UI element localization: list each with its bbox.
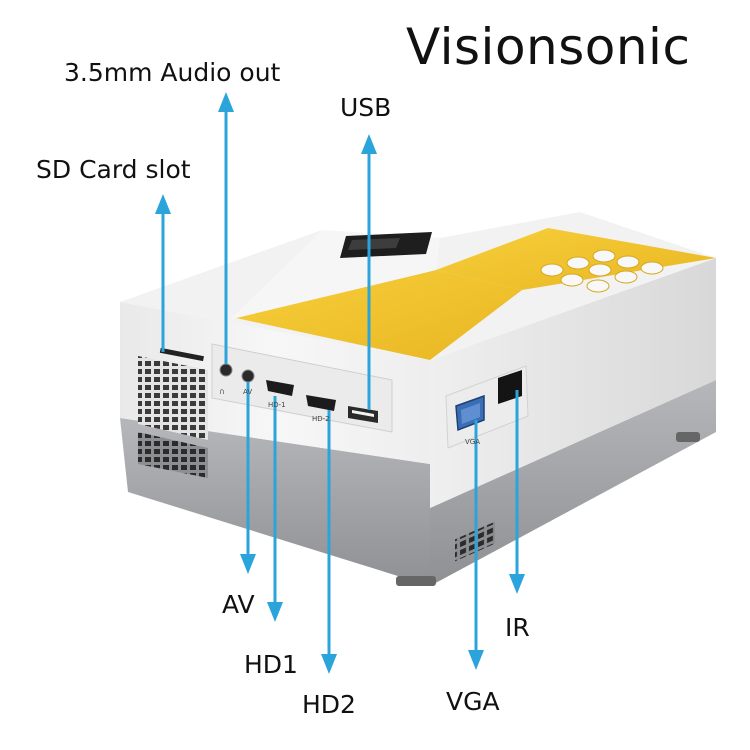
key-button <box>588 263 612 277</box>
arrow-down-icon <box>267 602 283 622</box>
headphone-icon: ∩ <box>219 387 225 396</box>
ir-label: IR <box>505 613 530 642</box>
hdmi-1-port <box>266 380 294 396</box>
av-port-marking: AV <box>243 388 253 396</box>
vga-port-inner <box>461 403 480 424</box>
usb-label: USB <box>340 93 392 122</box>
sd-card-label: SD Card slot <box>36 155 191 184</box>
key-button <box>592 249 616 263</box>
vga-port-marking: VGA <box>465 438 481 446</box>
key-button <box>566 256 590 270</box>
arrow-down-icon <box>321 654 337 674</box>
hdmi-2-port <box>306 395 336 411</box>
arrow-up-icon <box>361 134 377 154</box>
vent-grille-gray <box>138 432 208 478</box>
audio-jack <box>219 363 233 377</box>
brand-logo: Visionsonic <box>406 18 691 76</box>
foot-right <box>676 432 700 442</box>
usb-port-tongue <box>352 410 374 417</box>
av-jack <box>241 369 255 383</box>
port-panel <box>159 343 393 433</box>
callout-arrows <box>155 92 525 674</box>
lid-yellow-front <box>236 270 522 360</box>
lens-window-shine <box>348 238 400 250</box>
foot-front <box>396 576 436 586</box>
vent-grille-white <box>138 356 208 440</box>
body-right-side-gray <box>430 380 716 586</box>
arrow-up-icon <box>155 194 171 214</box>
arrow-down-icon <box>240 554 256 574</box>
vga-label: VGA <box>446 687 500 716</box>
arrow-down-icon <box>468 650 484 670</box>
hd1-port-marking: HD-1 <box>268 401 286 409</box>
key-button <box>640 261 664 275</box>
key-button <box>560 273 584 287</box>
port-panel-plate <box>211 343 393 433</box>
key-button <box>586 279 610 293</box>
arrow-up-icon <box>218 92 234 112</box>
av-label: AV <box>222 590 255 619</box>
key-button <box>614 270 638 284</box>
hd2-label: HD2 <box>302 690 356 719</box>
body-right-side-white <box>430 258 716 508</box>
key-button <box>616 255 640 269</box>
sd-card-slot <box>159 347 204 362</box>
audio-out-label: 3.5mm Audio out <box>64 58 281 87</box>
hd2-port-marking: HD-2 <box>312 415 330 423</box>
lid-keypad <box>540 249 664 293</box>
arrow-down-icon <box>509 574 525 594</box>
key-button <box>540 263 564 277</box>
hd1-label: HD1 <box>244 650 298 679</box>
